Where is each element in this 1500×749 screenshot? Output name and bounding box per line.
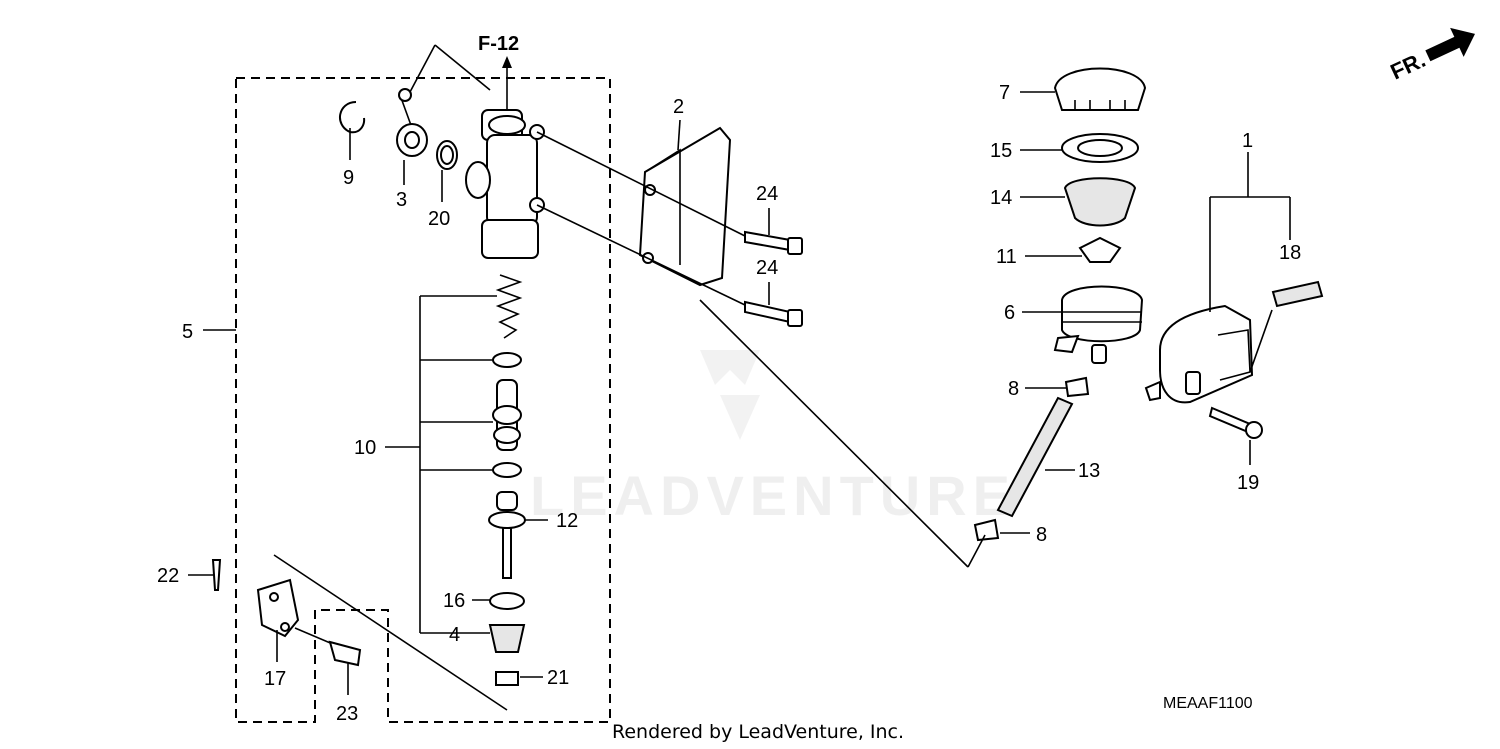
cup-upper-part (492, 352, 522, 368)
callout-21: 21 (547, 667, 569, 689)
callout-20: 20 (428, 208, 450, 230)
callout-14: 14 (990, 187, 1012, 209)
callout-3: 3 (396, 189, 407, 211)
callouts: 1 2 3 4 5 6 7 8 8 9 10 11 12 13 14 15 16… (157, 82, 1301, 725)
callout-23: 23 (336, 703, 358, 725)
reservoir-cap-part (1053, 67, 1147, 111)
callout-22: 22 (157, 565, 179, 587)
callout-6: 6 (1004, 302, 1015, 324)
diaphragm-plate-part (1061, 133, 1139, 163)
callout-4: 4 (449, 624, 460, 646)
o-ring-part (436, 140, 458, 170)
render-credit: Rendered by LeadVenture, Inc. (612, 721, 904, 743)
boot-part (488, 624, 526, 653)
reservoir-cover-part (1144, 304, 1254, 404)
bolt-upper (744, 230, 803, 255)
callout-19: 19 (1237, 472, 1259, 494)
watermark-text: LEADVENTURE (530, 464, 1016, 527)
circlip-part (339, 101, 366, 134)
assembly-outline (235, 77, 611, 723)
reference-label: F-12 (478, 33, 519, 55)
clevis-part (256, 578, 300, 638)
callout-7: 7 (999, 82, 1010, 104)
master-cylinder-body (465, 109, 545, 259)
pin-part (294, 627, 362, 667)
callout-18: 18 (1279, 242, 1301, 264)
callout-11: 11 (996, 246, 1017, 268)
callout-24-lower: 24 (756, 257, 778, 279)
callout-15: 15 (990, 140, 1012, 162)
callout-9: 9 (343, 167, 354, 189)
callout-8-lower: 8 (1036, 524, 1047, 546)
diagram-code: MEAAF1100 (1163, 695, 1253, 712)
callout-8-upper: 8 (1008, 378, 1019, 400)
cup-lower-part (492, 462, 522, 478)
nut-part (495, 671, 519, 686)
bolt-lower (744, 300, 803, 327)
diaphragm-part (1063, 177, 1137, 227)
reservoir-part (1053, 285, 1144, 364)
callout-16: 16 (443, 590, 465, 612)
callout-2: 2 (673, 96, 684, 118)
front-direction-label: FR. (1387, 47, 1430, 85)
callout-17: 17 (264, 668, 286, 690)
cover-screw-part (1208, 406, 1263, 439)
arrow-icon (1425, 27, 1475, 62)
callout-24-upper: 24 (756, 183, 778, 205)
cotter-pin-part (211, 559, 222, 591)
snap-ring-part (489, 592, 525, 610)
clamp-upper-part (1064, 376, 1090, 398)
push-rod-part (488, 491, 526, 579)
spring-part (495, 274, 523, 339)
callout-12: 12 (556, 510, 578, 532)
float-plate-part (1078, 236, 1122, 263)
clamp-lower-part (973, 518, 1000, 542)
callout-13: 13 (1078, 460, 1100, 482)
label-sticker-part (1271, 280, 1324, 308)
leader-lines (188, 44, 1291, 695)
piston-part (492, 379, 522, 451)
hose-part (996, 396, 1074, 518)
reference-marker: F-12 (478, 33, 519, 118)
front-direction-marker: FR. (1387, 27, 1475, 85)
callout-10: 10 (354, 437, 376, 459)
callout-5: 5 (182, 321, 193, 343)
watermark: LEADVENTURE (530, 350, 1016, 527)
joint-part (396, 88, 428, 157)
callout-1: 1 (1242, 130, 1253, 152)
